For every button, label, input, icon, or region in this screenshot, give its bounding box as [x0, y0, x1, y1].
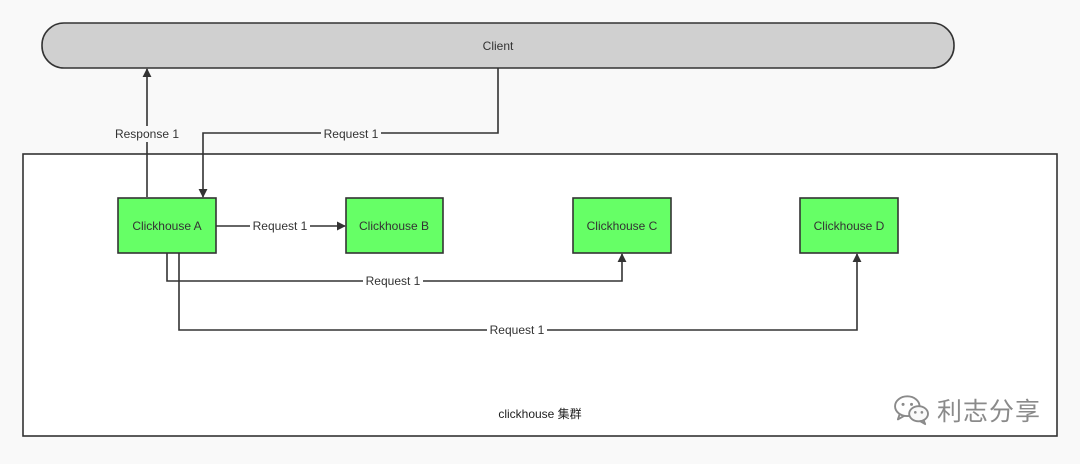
watermark-text: 利志分享 — [937, 398, 1042, 426]
edge-label-bg — [112, 126, 182, 142]
node-label-a: Clickhouse A — [132, 219, 201, 233]
node-clickhouse-d: Clickhouse D — [799, 197, 899, 254]
edge-label-bg — [487, 322, 547, 338]
watermark: 利志分享 — [893, 392, 1041, 428]
node-shape — [345, 197, 444, 254]
client-label: Client — [483, 39, 514, 53]
node-shape — [117, 197, 217, 254]
client-node: Client — [41, 22, 955, 69]
node-clickhouse-c: Clickhouse C — [572, 197, 672, 254]
node-clickhouse-a: Clickhouse A — [117, 197, 217, 254]
edge-request-a-to-c: Request 1 — [166, 253, 627, 289]
edge-label-bg — [321, 126, 381, 142]
edge-label-request-a-c: Request 1 — [366, 274, 421, 288]
node-label-b: Clickhouse B — [359, 219, 429, 233]
node-shape — [572, 197, 672, 254]
edge-request-a-to-b: Request 1 — [216, 218, 346, 234]
edge-label-request-a-d: Request 1 — [490, 323, 545, 337]
edge-label-response: Response 1 — [115, 127, 179, 141]
edge-label-bg — [363, 273, 423, 289]
node-shape — [799, 197, 899, 254]
node-label-d: Clickhouse D — [814, 219, 885, 233]
wechat-icon — [894, 395, 929, 426]
edge-label-request-a-b: Request 1 — [253, 219, 308, 233]
edge-response-client: Response 1 — [112, 68, 182, 197]
edge-request-a-to-d: Request 1 — [178, 253, 862, 338]
node-clickhouse-b: Clickhouse B — [345, 197, 444, 254]
cluster-label: clickhouse 集群 — [498, 406, 581, 421]
edge-request-client-to-a: Request 1 — [198, 68, 499, 198]
node-label-c: Clickhouse C — [587, 219, 658, 233]
edge-label-request-client-a: Request 1 — [324, 127, 379, 141]
edge-label-bg — [250, 218, 310, 234]
